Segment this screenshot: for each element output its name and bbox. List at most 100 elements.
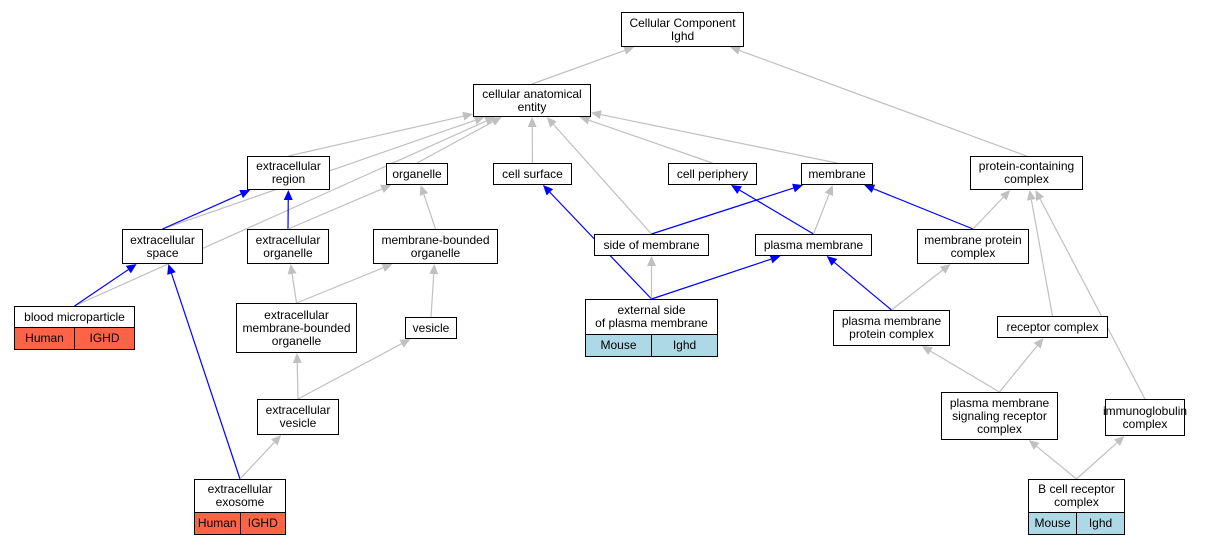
node-label: membrane-bounded organelle <box>381 232 490 260</box>
edge-line <box>170 273 241 480</box>
node-plasma-membrane-protein-complex[interactable]: plasma membrane protein complex <box>833 310 950 346</box>
edge-line <box>588 119 713 164</box>
edge-line <box>1036 445 1077 480</box>
node-label: blood microparticle <box>24 309 125 324</box>
node-receptor-complex[interactable]: receptor complex <box>997 316 1108 338</box>
arrowhead-icon <box>623 46 635 55</box>
edge-line <box>288 115 464 157</box>
node-label: extracellular region <box>256 159 321 186</box>
arrowhead-icon <box>292 353 302 364</box>
node-label: external side of plasma membrane <box>595 303 708 330</box>
edge-side-of-membrane-to-cellular-anatomical-entity <box>546 117 652 235</box>
node-cell-surface[interactable]: cell surface <box>493 163 572 185</box>
node-organelle[interactable]: organelle <box>386 163 448 185</box>
annotation-species: Human <box>197 516 237 530</box>
edge-plasma-membrane-protein-complex-to-membrane-protein-complex <box>891 264 951 311</box>
edge-line <box>873 188 974 230</box>
edge-line <box>651 187 794 235</box>
edge-extracellular-exosome-to-extracellular-space <box>167 264 241 480</box>
arrowhead-icon <box>287 264 297 275</box>
node-label: cell surface <box>502 166 563 181</box>
edge-protein-containing-complex-to-cellular-component <box>730 46 1027 157</box>
arrowhead-icon <box>1035 190 1045 201</box>
arrowhead-icon <box>769 254 781 264</box>
edge-line <box>600 114 838 164</box>
arrowhead-icon <box>1033 338 1044 349</box>
node-cell-periphery[interactable]: cell periphery <box>668 163 757 185</box>
node-extracellular-space[interactable]: extracellular space <box>122 229 203 264</box>
node-label: plasma membrane <box>763 237 864 252</box>
arrowhead-icon <box>527 117 537 128</box>
annotation-gene: IGHD <box>239 513 286 534</box>
edge-line <box>74 269 129 307</box>
node-plasma-membrane-signaling-receptor-complex[interactable]: plasma membrane signaling receptor compl… <box>941 392 1058 440</box>
arrowhead-icon <box>826 256 838 266</box>
edge-line <box>416 121 494 164</box>
node-protein-containing-complex[interactable]: protein-containing complex <box>970 156 1083 190</box>
node-label: receptor complex <box>1006 319 1099 334</box>
annotation-species: Human <box>25 331 64 345</box>
edge-blood-microparticle-to-extracellular-space <box>74 264 137 307</box>
edge-line <box>1039 198 1146 400</box>
edge-line <box>1076 442 1118 480</box>
arrowhead-icon <box>864 184 876 193</box>
node-cellular-component[interactable]: Cellular Component Ighd <box>621 12 744 47</box>
node-plasma-membrane[interactable]: plasma membrane <box>755 234 872 256</box>
annotation-species: Mouse <box>600 338 637 352</box>
arrowhead-icon <box>1026 190 1036 201</box>
edge-plasma-membrane-signaling-receptor-complex-to-receptor-complex <box>999 338 1044 393</box>
edge-extracellular-membrane-bounded-organelle-to-membrane-bounded-organelle <box>296 263 393 304</box>
edge-line <box>531 49 625 85</box>
edge-line <box>239 441 275 480</box>
node-label: extracellular organelle <box>255 232 321 260</box>
arrowhead-icon <box>542 185 554 196</box>
node-side-of-membrane[interactable]: side of membrane <box>594 234 709 256</box>
node-extracellular-vesicle[interactable]: extracellular vesicle <box>257 399 339 435</box>
edge-line <box>739 189 814 235</box>
node-extracellular-region[interactable]: extracellular region <box>247 156 330 190</box>
arrowhead-icon <box>579 116 591 125</box>
node-immunoglobulin-complex[interactable]: immunoglobulin complex <box>1102 399 1188 436</box>
node-vesicle[interactable]: vesicle <box>405 317 457 339</box>
edge-line <box>999 345 1038 393</box>
node-membrane[interactable]: membrane <box>801 163 873 185</box>
arrowhead-icon <box>167 264 176 275</box>
edge-receptor-complex-to-protein-containing-complex <box>1026 190 1054 317</box>
arrowhead-icon <box>792 183 803 193</box>
edge-line <box>287 188 383 230</box>
annotation-gene: IGHD <box>74 328 134 349</box>
arrowhead-icon <box>283 190 293 201</box>
arrowhead-icon <box>271 435 282 446</box>
node-label: vesicle <box>412 320 450 335</box>
edge-plasma-membrane-signaling-receptor-complex-to-plasma-membrane-protein-complex <box>921 346 1000 393</box>
node-label: extracellular vesicle <box>265 403 331 430</box>
edge-line <box>739 49 1027 157</box>
node-membrane-bounded-organelle[interactable]: membrane-bounded organelle <box>373 229 498 264</box>
edge-side-of-membrane-to-membrane <box>651 183 803 235</box>
edge-line <box>930 350 1000 393</box>
node-label: extracellular membrane-bounded organelle <box>242 307 351 348</box>
arrowhead-icon <box>939 264 951 274</box>
edge-b-cell-receptor-complex-to-immunoglobulin-complex <box>1076 436 1125 480</box>
node-extracellular-organelle[interactable]: extracellular organelle <box>247 229 329 264</box>
arrowhead-icon <box>730 46 742 55</box>
node-label: membrane <box>808 166 866 181</box>
node-membrane-protein-complex[interactable]: membrane protein complex <box>917 229 1029 264</box>
edge-line <box>296 362 299 400</box>
edge-extracellular-vesicle-to-vesicle <box>297 339 411 400</box>
node-extracellular-membrane-bounded-organelle[interactable]: extracellular membrane-bounded organelle <box>236 303 357 353</box>
node-cellular-anatomical-entity[interactable]: cellular anatomical entity <box>473 84 591 117</box>
arrowhead-icon <box>591 110 602 120</box>
edge-line <box>833 261 892 311</box>
arrowhead-icon <box>125 264 137 274</box>
edge-line <box>812 194 830 235</box>
node-label: immunoglobulin complex <box>1102 403 1188 431</box>
edge-vesicle-to-membrane-bounded-organelle <box>429 264 439 318</box>
